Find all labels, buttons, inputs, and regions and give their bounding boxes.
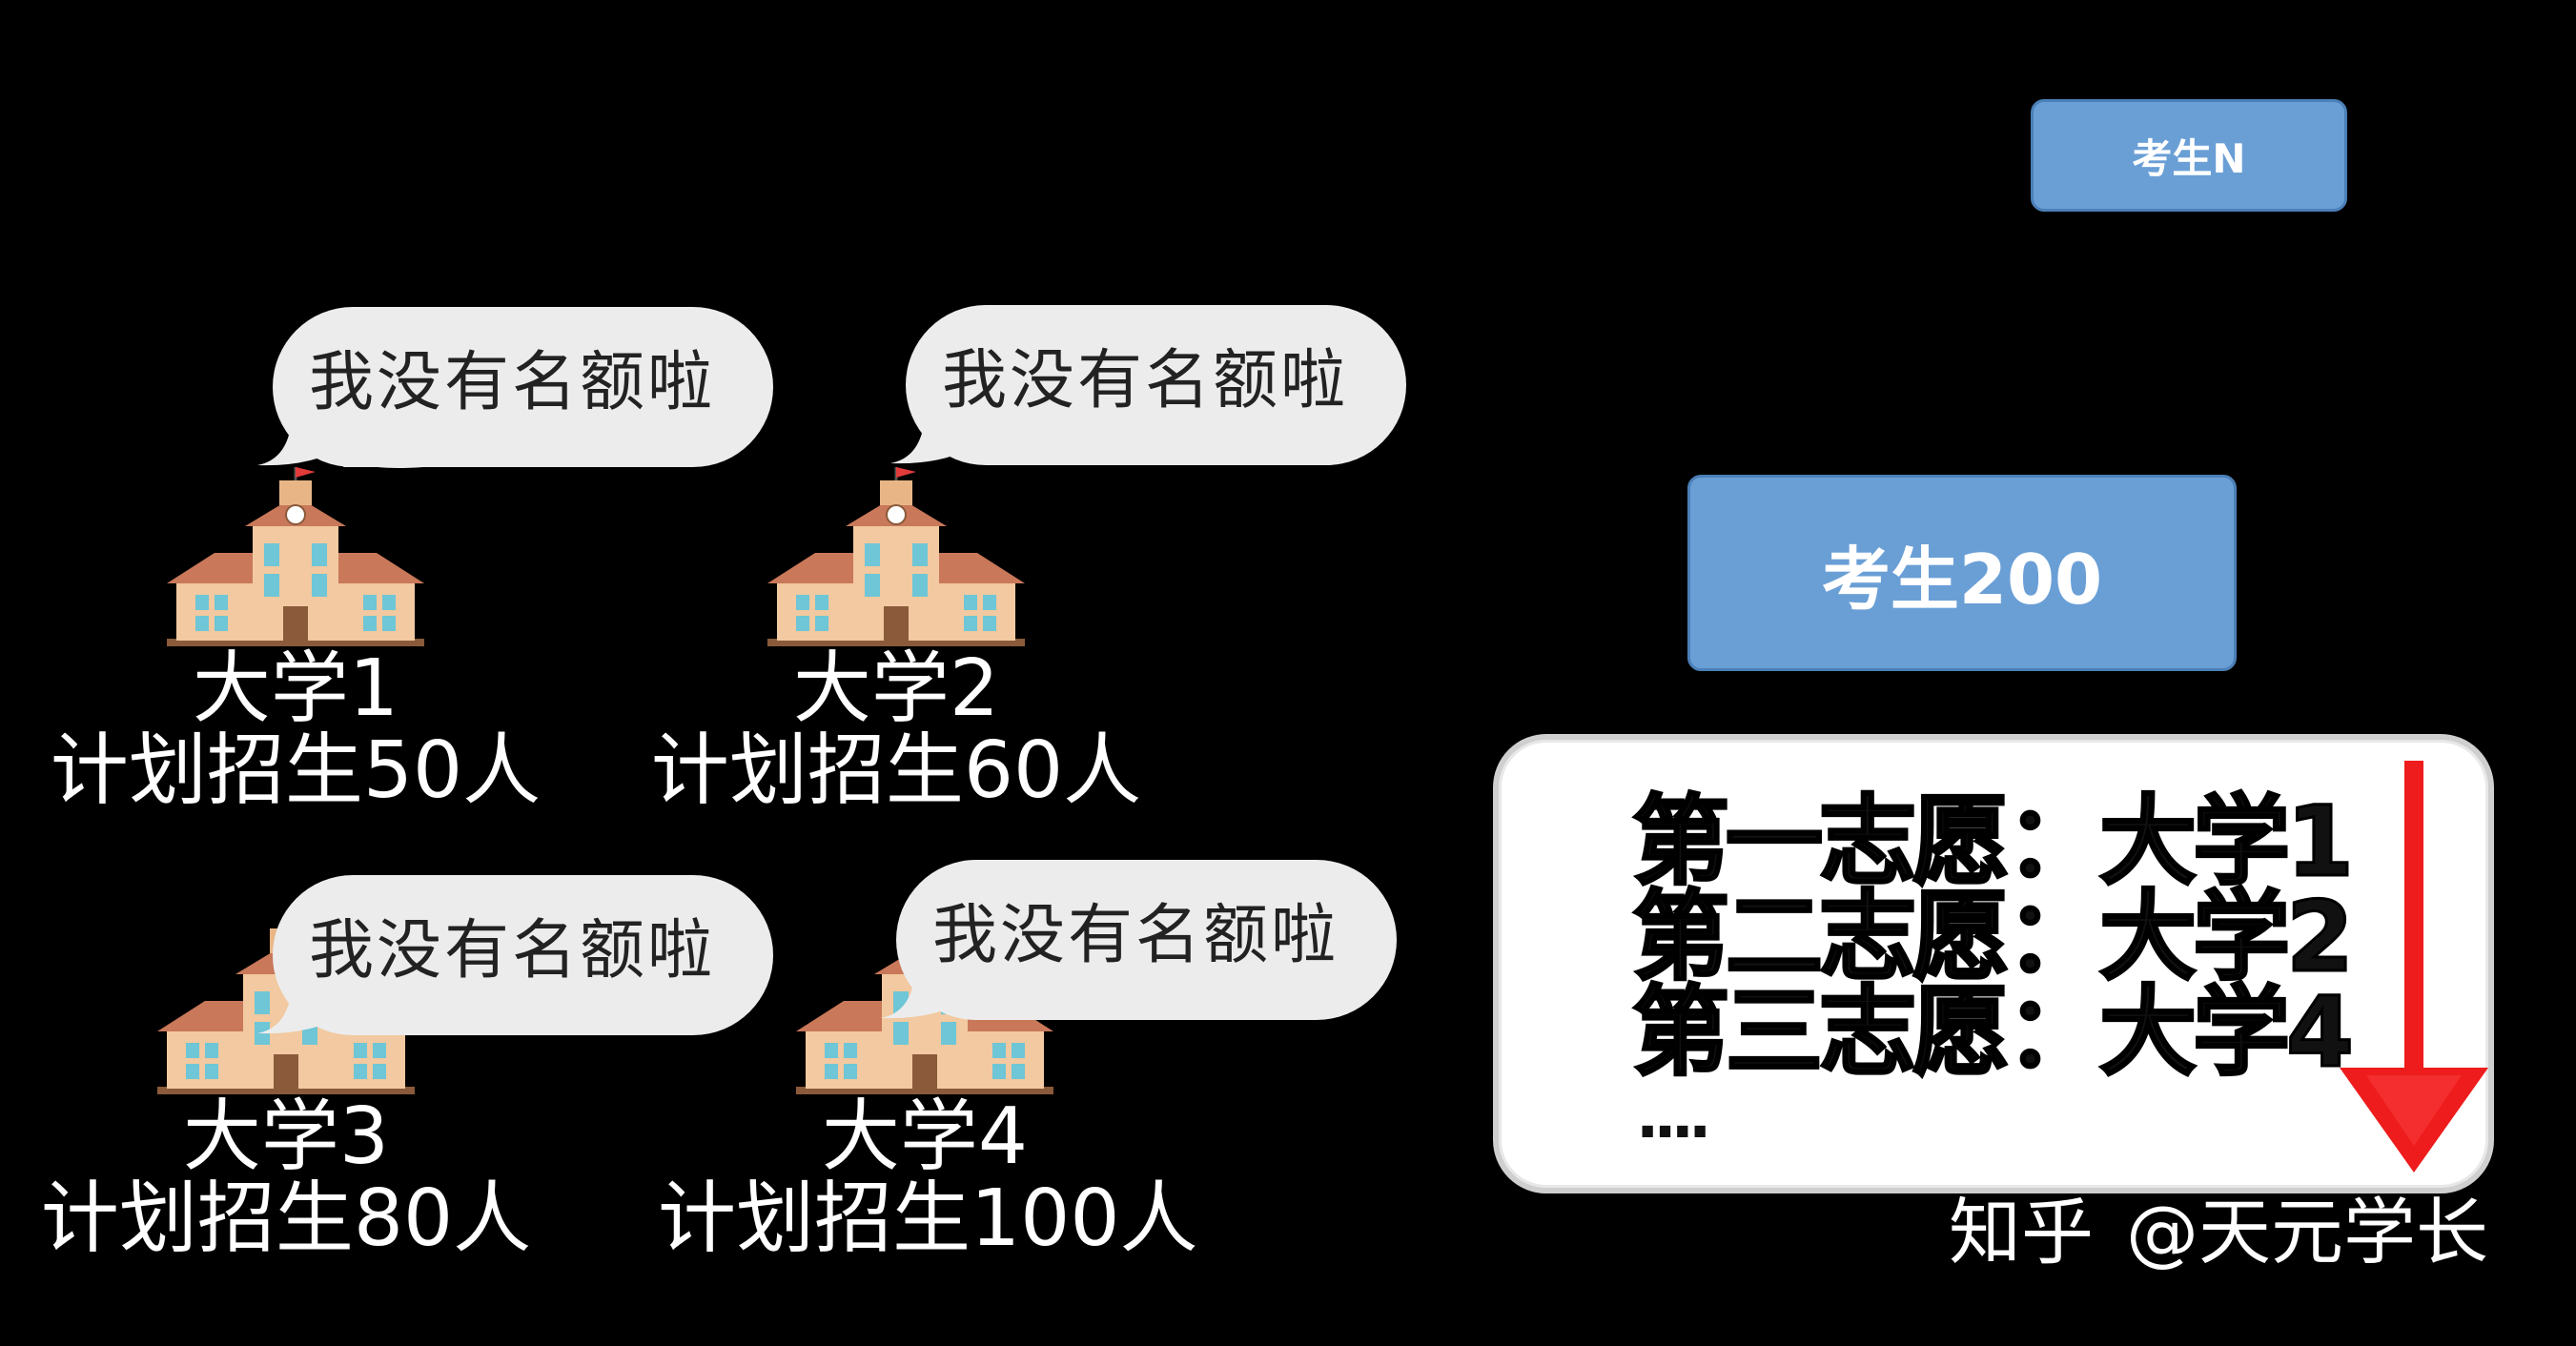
speech-bubble-shape — [881, 860, 1397, 1020]
university-1: 大学1 计划招生50人 — [29, 467, 562, 812]
preference-value: 大学2 — [2098, 881, 2356, 994]
preference-label: 第二志愿： — [1631, 881, 2105, 994]
enrollment-plan: 计划招生100人 — [658, 1173, 1198, 1264]
enrollment-plan: 计划招生50人 — [50, 725, 542, 816]
watermark-site: 知乎 — [1949, 1190, 2094, 1275]
bubble-text: 我没有名额啦 — [309, 913, 716, 989]
preference-label: 第一志愿： — [1631, 785, 2105, 899]
watermark: 知乎 @天元学长 — [1949, 1190, 2488, 1275]
university-name: 大学2 — [792, 643, 1000, 734]
watermark-handle: @天元学长 — [2126, 1190, 2488, 1275]
candidate-200-box: 考生200 — [1687, 475, 2237, 671]
preference-card: 第一志愿：大学1 第二志愿：大学2 第三志愿：大学4 .... — [1493, 734, 2494, 1193]
speech-bubble-university-1: 我没有名额啦 — [254, 307, 773, 468]
enrollment-plan: 计划招生80人 — [40, 1173, 532, 1264]
speech-bubble-university-2: 我没有名额啦 — [887, 305, 1406, 465]
bubble-text: 我没有名额啦 — [309, 345, 716, 420]
speech-bubble-shape — [890, 305, 1406, 465]
down-arrow-icon — [2340, 761, 2488, 1173]
preference-value: 大学1 — [2098, 785, 2356, 899]
speech-bubble-university-4: 我没有名额啦 — [877, 860, 1397, 1020]
school-building-icon — [167, 467, 424, 646]
candidate-n-box: 考生N — [2031, 99, 2347, 212]
bubble-text: 我没有名额啦 — [942, 343, 1349, 418]
preference-ellipsis: .... — [1636, 1082, 1711, 1152]
speech-bubble-university-3: 我没有名额啦 — [254, 875, 773, 1035]
preference-item: 第二志愿：大学2 — [1631, 881, 2356, 994]
school-building-icon — [767, 467, 1025, 646]
university-name: 大学3 — [182, 1091, 390, 1182]
university-name: 大学4 — [821, 1091, 1029, 1182]
university-name: 大学1 — [192, 643, 399, 734]
preference-label: 第三志愿： — [1631, 976, 2105, 1090]
preference-item: 第一志愿：大学1 — [1631, 785, 2356, 899]
preference-item: 第三志愿：大学4 — [1631, 976, 2356, 1090]
university-2: 大学2 计划招生60人 — [629, 467, 1163, 812]
enrollment-plan: 计划招生60人 — [650, 725, 1142, 816]
speech-bubble-shape — [257, 307, 773, 468]
preference-list: 第一志愿：大学1 第二志愿：大学2 第三志愿：大学4 — [1631, 785, 2356, 1090]
bubble-text: 我没有名额啦 — [932, 898, 1339, 973]
speech-bubble-shape — [257, 875, 773, 1035]
preference-value: 大学4 — [2098, 976, 2356, 1090]
